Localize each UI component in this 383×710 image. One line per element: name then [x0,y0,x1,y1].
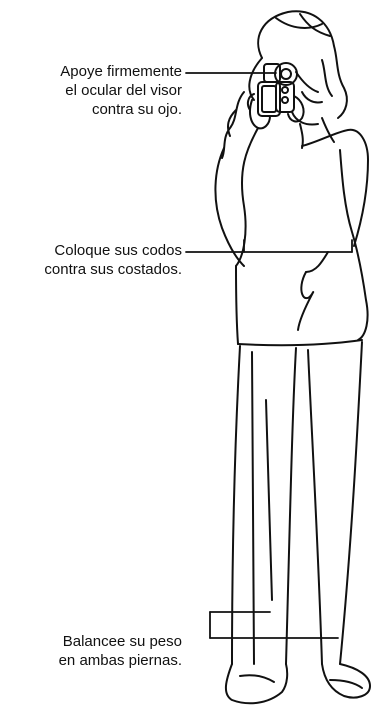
torso-drawing [214,127,369,347]
caption-eyepiece-line-3: contra su ojo. [91,101,182,118]
caption-eyepiece: Apoye firmemente el ocular del visor con… [60,62,182,119]
caption-eyepiece-line-2: el ocular del visor [65,82,182,99]
shoes-drawing [225,663,371,705]
leader-lines [185,72,353,639]
caption-eyepiece-line-1: Apoye firmemente [60,63,182,80]
caption-weight-line-1: Balancee su peso [62,633,182,650]
caption-elbows: Coloque sus codos contra sus costados. [44,241,182,279]
camcorder-drawing [257,62,298,117]
trousers-drawing [231,341,363,665]
caption-weight-line-2: en ambas piernas. [58,652,182,669]
caption-elbows-line-2: contra sus costados. [44,261,182,278]
caption-elbows-line-1: Coloque sus codos [54,242,182,259]
caption-weight: Balancee su peso en ambas piernas. [59,632,182,670]
